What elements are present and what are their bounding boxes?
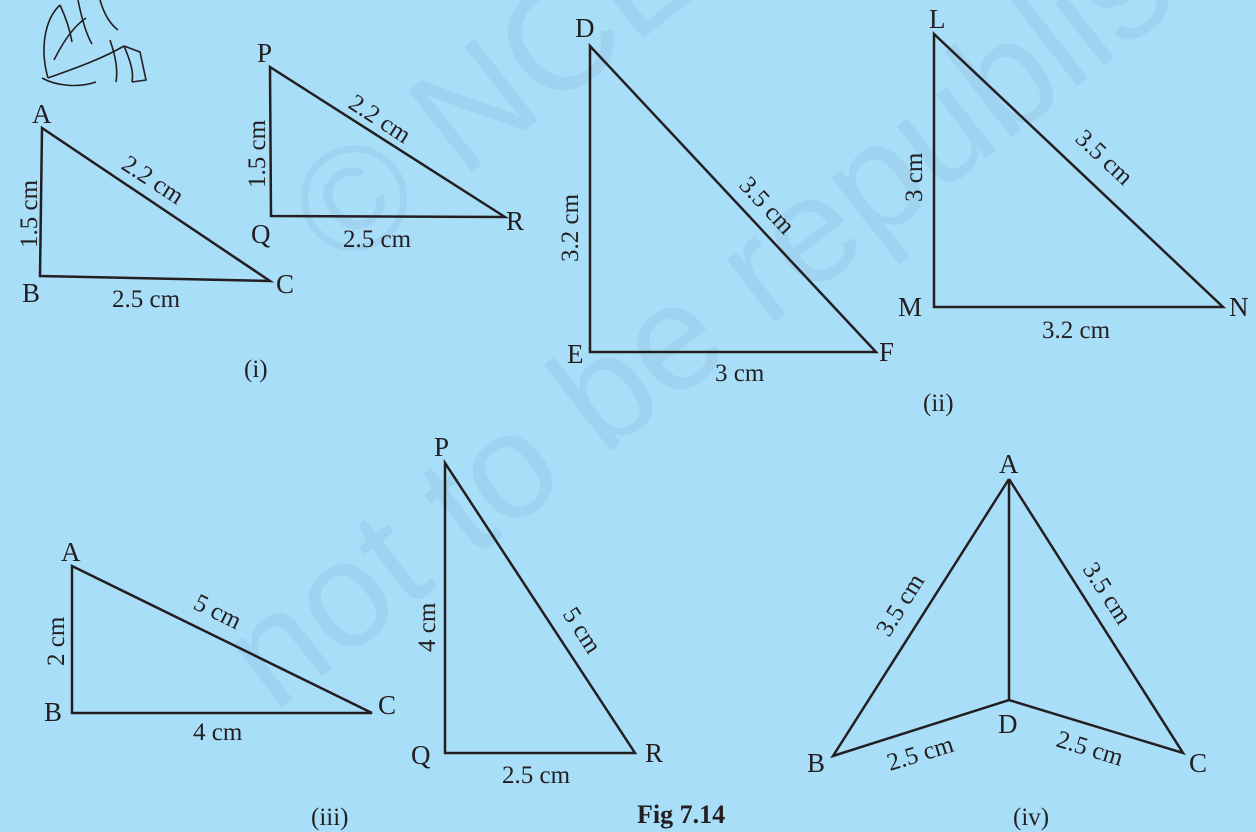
caption-iv: (iv) <box>1013 804 1049 831</box>
vertex-label-p: P <box>434 432 449 462</box>
side-label-pq: 1.5 cm <box>244 119 271 188</box>
side-label-bd: 2.5 cm <box>884 731 957 777</box>
vertex-label-a: A <box>999 449 1019 479</box>
side-label-qr: 2.5 cm <box>343 226 412 253</box>
triangle-pqr-iii <box>443 458 638 755</box>
side-label-ab: 1.5 cm <box>16 179 43 248</box>
side-label-de: 3.2 cm <box>557 193 584 262</box>
group-iv: A B C D 3.5 cm 3.5 cm 2.5 cm 2.5 cm (iv) <box>807 449 1207 831</box>
triangle-def <box>588 42 879 354</box>
side-label-mn: 3.2 cm <box>1042 317 1111 344</box>
side-label-ef: 3 cm <box>715 360 765 387</box>
vertex-label-r: R <box>506 206 524 236</box>
figure-caption: Fig 7.14 <box>637 800 725 829</box>
vertex-label-d: D <box>998 709 1018 739</box>
side-label-bc: 4 cm <box>193 719 243 746</box>
side-label-ab: 2 cm <box>43 616 70 666</box>
vertex-label-p: P <box>257 38 272 68</box>
cartoon-sketch-image <box>41 0 147 87</box>
vertex-label-b: B <box>807 748 825 778</box>
side-label-ac: 3.5 cm <box>1077 558 1137 630</box>
vertex-label-m: M <box>898 292 922 322</box>
vertex-label-c: C <box>276 269 294 299</box>
vertex-label-l: L <box>929 4 946 34</box>
vertex-label-f: F <box>879 337 894 367</box>
vertex-label-d: D <box>575 13 595 43</box>
caption-iii: (iii) <box>311 804 349 831</box>
side-label-pr: 5 cm <box>557 603 607 660</box>
vertex-label-b: B <box>22 278 40 308</box>
vertex-label-b: B <box>44 697 62 727</box>
vertex-label-c: C <box>378 690 396 720</box>
vertex-label-n: N <box>1229 292 1249 322</box>
vertex-label-a: A <box>32 99 52 129</box>
group-i: A B C 1.5 cm 2.2 cm 2.5 cm P Q R 1.5 cm … <box>16 38 524 383</box>
vertex-label-q: Q <box>411 740 431 770</box>
caption-ii: (ii) <box>923 390 954 417</box>
side-label-qr: 2.5 cm <box>502 762 571 789</box>
triangle-abc-iii <box>70 563 373 715</box>
triangle-pqr-i <box>268 64 510 219</box>
side-label-ln: 3.5 cm <box>1070 125 1139 192</box>
vertex-label-r: R <box>645 738 663 768</box>
side-label-pq: 4 cm <box>414 602 441 652</box>
caption-i: (i) <box>244 356 268 383</box>
side-label-ab: 3.5 cm <box>871 569 930 641</box>
side-label-lm: 3 cm <box>901 152 928 202</box>
vertex-label-c: C <box>1189 748 1207 778</box>
vertex-label-e: E <box>567 339 584 369</box>
vertex-label-a: A <box>61 537 81 567</box>
triangle-lmn <box>932 31 1227 309</box>
triangle-abc-i <box>38 125 275 283</box>
vertex-label-q: Q <box>251 219 271 249</box>
side-label-bc: 2.5 cm <box>112 286 181 313</box>
